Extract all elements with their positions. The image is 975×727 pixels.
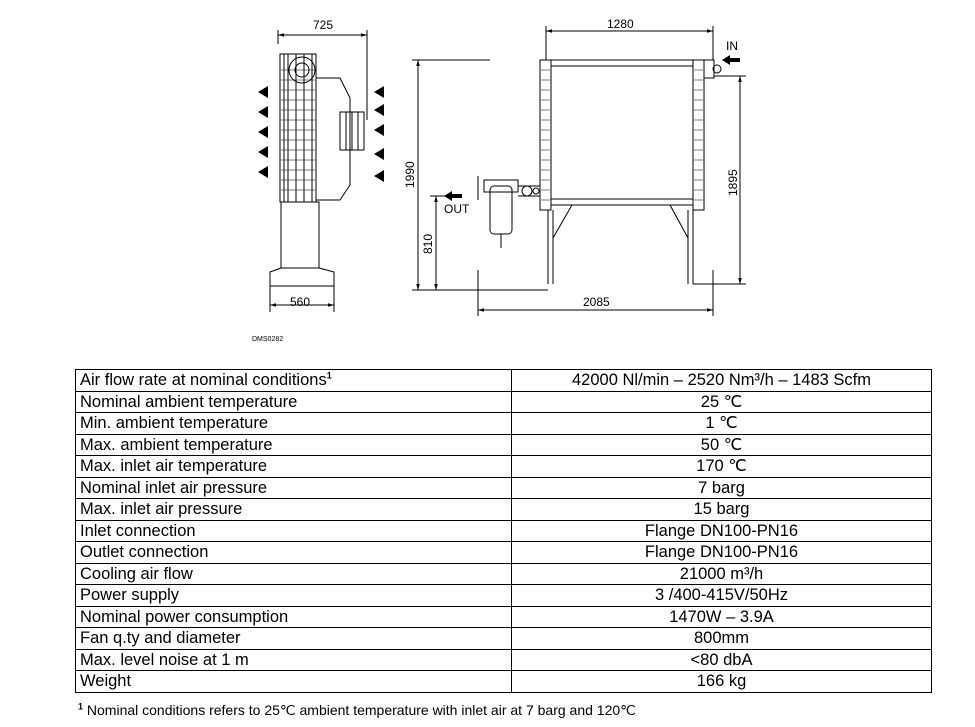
flow-arrow-icon	[444, 55, 740, 201]
spec-parameter: Outlet connection	[75, 541, 512, 564]
dim-side-width: 725	[313, 18, 333, 32]
spec-parameter: Nominal inlet air pressure	[75, 476, 512, 499]
spec-value: 21000 m³/h	[511, 562, 932, 585]
label-outlet: OUT	[444, 202, 470, 216]
spec-parameter: Nominal power consumption	[75, 605, 512, 628]
spec-parameter: Max. inlet air temperature	[75, 455, 512, 478]
front-view	[412, 26, 746, 316]
spec-value: 25 ℃	[511, 390, 932, 413]
spec-parameter: Air flow rate at nominal conditions1	[75, 369, 512, 392]
spec-value: <80 dbA	[511, 648, 932, 671]
spec-value: Flange DN100-PN16	[511, 519, 932, 542]
spec-parameter: Cooling air flow	[75, 562, 512, 585]
spec-value: 170 ℃	[511, 455, 932, 478]
spec-parameter: Power supply	[75, 584, 512, 607]
spec-parameter: Max. ambient temperature	[75, 433, 512, 456]
spec-value: 166 kg	[511, 670, 932, 693]
dim-cooler-height: 1895	[726, 169, 740, 196]
dim-outlet-height: 810	[421, 234, 435, 254]
spec-value: 1 ℃	[511, 412, 932, 435]
dim-total-length: 2085	[583, 295, 610, 309]
spec-parameter: Inlet connection	[75, 519, 512, 542]
spec-value: 800mm	[511, 627, 932, 650]
airflow-arrows-icon	[258, 86, 384, 182]
spec-value: Flange DN100-PN16	[511, 541, 932, 564]
spec-parameter: Nominal ambient temperature	[75, 390, 512, 413]
side-view	[269, 30, 368, 312]
footnote: 1 Nominal conditions refers to 25℃ ambie…	[78, 702, 636, 719]
footnote-ref: 1	[326, 370, 332, 381]
spec-value: 7 barg	[511, 476, 932, 499]
spec-value: 1470W – 3.9A	[511, 605, 932, 628]
spec-value: 15 barg	[511, 498, 932, 521]
dim-front-width: 1280	[607, 17, 634, 31]
spec-parameter: Min. ambient temperature	[75, 412, 512, 435]
footnote-text: Nominal conditions refers to 25℃ ambient…	[86, 702, 636, 718]
dim-side-base: 560	[290, 295, 310, 309]
spec-parameter: Max. inlet air pressure	[75, 498, 512, 521]
spec-parameter: Weight	[75, 670, 512, 693]
technical-drawing: 725 560 DMS0282	[252, 17, 746, 343]
spec-value: 42000 Nl/min – 2520 Nm³/h – 1483 Scfm	[511, 369, 932, 392]
spec-parameter: Max. level noise at 1 m	[75, 648, 512, 671]
spec-parameter: Fan q.ty and diameter	[75, 627, 512, 650]
table-row: Max. level noise at 1 m<80 dbA	[75, 648, 932, 671]
spec-value: 50 ℃	[511, 433, 932, 456]
drawing-code: DMS0282	[252, 336, 283, 343]
spec-value: 3 /400-415V/50Hz	[511, 584, 932, 607]
label-inlet: IN	[726, 39, 738, 53]
footnote-mark: 1	[78, 701, 84, 712]
dim-total-height: 1990	[403, 161, 417, 188]
